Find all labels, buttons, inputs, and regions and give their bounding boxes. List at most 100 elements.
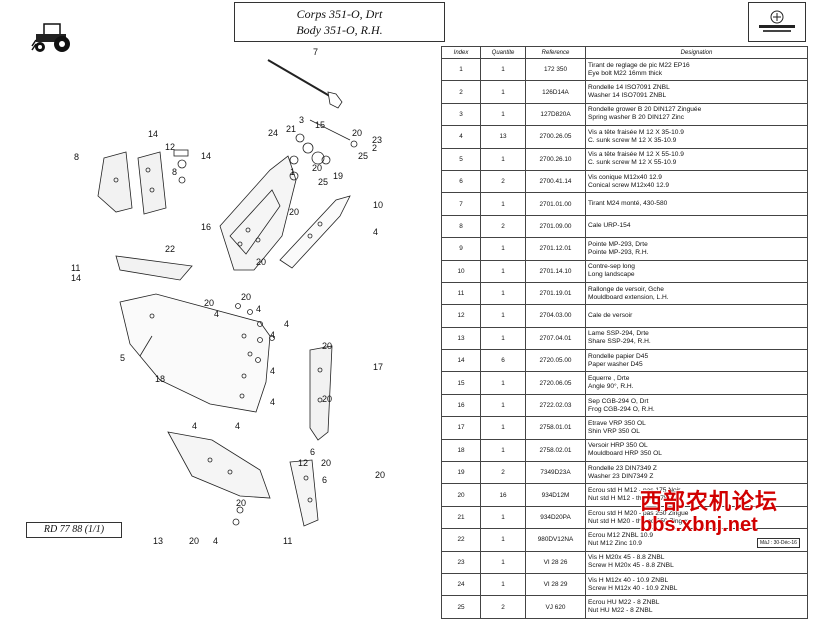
callout-21: 21 [286, 124, 297, 134]
designation-french: Etrave VRP 350 OL [588, 419, 646, 427]
row-quantity: 1 [480, 438, 526, 463]
row-quantity: 1 [480, 550, 526, 574]
callout-3: 3 [299, 115, 305, 125]
designation-french: Tirant M24 monté, 430-580 [588, 200, 668, 208]
header-quantity: Quantite [480, 46, 526, 59]
designation-french: Equerre , Drte [588, 375, 630, 383]
designation-french: Versoir HRP 350 OL [588, 442, 648, 450]
callout-20: 20 [204, 298, 215, 308]
row-index: 16 [441, 393, 481, 418]
callout-25: 25 [318, 177, 329, 187]
designation-english: Conical screw M12x40 12.9 [588, 181, 669, 189]
callout-1: 1 [290, 167, 296, 177]
row-index: 20 [441, 483, 481, 507]
row-index: 21 [441, 505, 481, 530]
row-index: 4 [441, 125, 481, 149]
row-reference: 2720.06.05 [525, 371, 586, 395]
callout-6: 6 [310, 447, 316, 457]
designation-english: Washer 14 ISO7091 ZNBL [588, 92, 667, 100]
part-mouldboard [119, 293, 271, 413]
row-reference: 2720.05.00 [525, 349, 586, 373]
designation-english: Shin VRP 350 OL [588, 427, 640, 435]
row-reference: 2700.41.14 [525, 169, 586, 194]
row-reference: 2700.26.10 [525, 147, 586, 171]
row-index: 3 [441, 102, 481, 127]
designation-english: Mouldboard extension, L.H. [588, 293, 669, 301]
row-index: 14 [441, 349, 481, 373]
row-designation: Tirant M24 monté, 430-580 [585, 192, 808, 216]
manufacturer-logo [748, 2, 806, 42]
designation-french: Ecrou std H M12 - pas 175 Noir [588, 487, 681, 495]
title-french: Corps 351-O, Drt [296, 7, 383, 21]
callout-24: 24 [268, 128, 279, 138]
designation-english: Screw H M20x 45 - 8.8 ZNBL [588, 562, 674, 570]
designation-english: Spring washer B 20 DIN127 Zinc [588, 114, 685, 122]
designation-french: Rallonge de versoir, Gche [588, 285, 664, 293]
callout-4: 4 [270, 330, 276, 340]
row-reference: 2701.12.01 [525, 237, 586, 261]
callout-8: 8 [172, 167, 178, 177]
row-index: 19 [441, 461, 481, 485]
callout-14: 14 [201, 151, 212, 161]
part-tie-rod [267, 59, 343, 109]
row-quantity: 1 [480, 80, 526, 104]
row-reference: 126D14A [525, 80, 586, 104]
designation-english: Nut HU M22 - 8 ZNBL [588, 607, 653, 615]
callout-20: 20 [289, 207, 300, 217]
exploded-view-drawing [97, 59, 358, 527]
row-quantity: 1 [480, 528, 526, 552]
part-shin [309, 345, 333, 441]
row-quantity: 1 [480, 281, 526, 306]
callout-16: 16 [201, 222, 212, 232]
designation-french: Vis a tête fraisée M 12 X 55-10.9 [588, 151, 684, 159]
row-designation: Cale URP-154 [585, 214, 808, 239]
callout-4: 4 [373, 227, 379, 237]
row-quantity: 6 [480, 349, 526, 373]
row-reference: 172 350 [525, 57, 586, 82]
row-reference: VI 28 29 [525, 572, 586, 597]
callout-4: 4 [214, 309, 220, 319]
designation-french: Rondelle 23 DIN7349 Z [588, 464, 657, 472]
designation-french: Cale URP-154 [588, 222, 631, 230]
row-quantity: 1 [480, 505, 526, 530]
part-washer-stack [289, 119, 358, 181]
row-reference: 2701.14.10 [525, 259, 586, 283]
row-reference: 2701.01.00 [525, 192, 586, 216]
row-reference: 127D820A [525, 102, 586, 127]
callout-11: 11 [283, 536, 293, 546]
callout-6: 6 [322, 475, 328, 485]
watermark-chinese: 西部农机论坛 [640, 490, 779, 515]
drawing-reference: RD 77 88 (1/1) [26, 522, 122, 538]
row-index: 18 [441, 438, 481, 463]
designation-french: Lame SSP-294, Drte [588, 330, 649, 338]
callout-13: 13 [153, 536, 164, 546]
part-mouldboard-shim [173, 149, 189, 184]
callout-20: 20 [256, 257, 267, 267]
callout-15: 15 [315, 120, 326, 130]
update-stamp: MàJ : 30-Déc-16 [757, 538, 800, 548]
designation-english: Mouldboard HRP 350 OL [588, 450, 662, 458]
row-index: 25 [441, 595, 481, 619]
row-designation: Cale de versoir [585, 304, 808, 328]
